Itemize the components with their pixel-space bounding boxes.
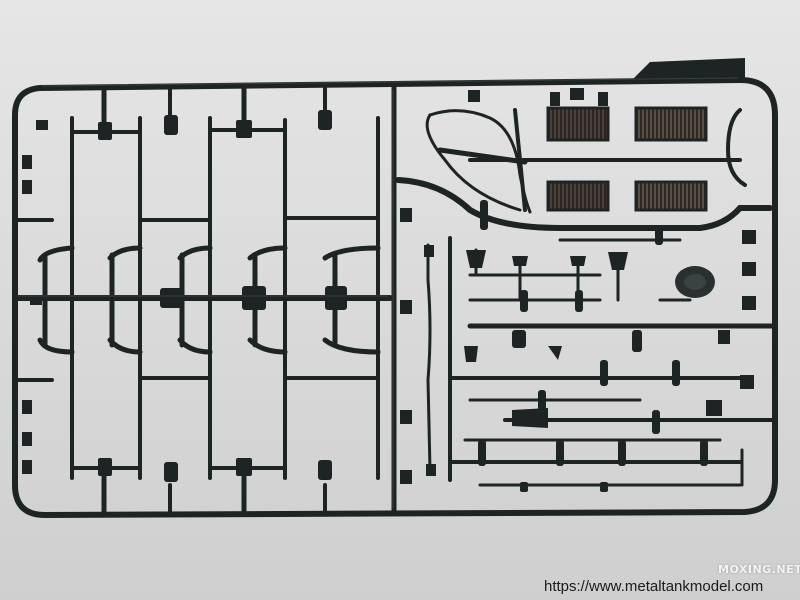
- left-blocks: [22, 110, 347, 482]
- highlights: [18, 77, 739, 508]
- right-parts: [395, 108, 778, 487]
- right-blocks: [400, 88, 756, 492]
- moxing-watermark: MOXING.NET: [718, 563, 800, 576]
- url-watermark: https://www.metaltankmodel.com: [544, 578, 764, 595]
